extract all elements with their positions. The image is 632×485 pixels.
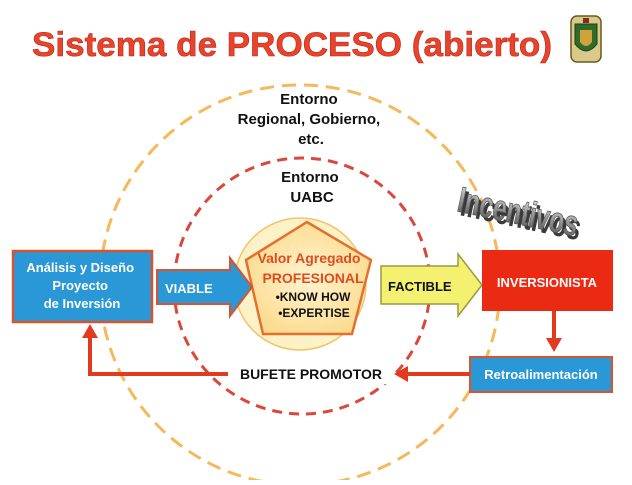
bufete-label-bg xyxy=(230,364,393,384)
analysis-box xyxy=(11,249,154,324)
pentagon-line1: Valor Agregado xyxy=(258,250,361,266)
university-shield-icon xyxy=(570,15,602,63)
viable-arrow xyxy=(156,255,254,319)
bufete-promotor-label: BUFETE PROMOTOR xyxy=(240,366,382,382)
feedback-arrow-right-head xyxy=(394,366,408,382)
outer-environment-label: Entorno Regional, Gobierno, etc. xyxy=(238,91,385,148)
analysis-box-label: Análisis y Diseño Proyecto de Inversión xyxy=(26,260,137,311)
value-pentagon xyxy=(244,220,373,336)
page-title: Sistema de PROCESO (abierto) xyxy=(32,26,552,64)
viable-label: VIABLE xyxy=(165,281,213,296)
feedback-arrow-up-head xyxy=(82,324,98,338)
inversionista-box xyxy=(482,250,613,311)
pentagon-line2: PROFESIONAL xyxy=(262,270,364,286)
pentagon-bullet-know-how: •KNOW HOW xyxy=(276,290,352,304)
inner-environment-label: Entorno UABC xyxy=(281,169,343,206)
inversionista-label: INVERSIONISTA xyxy=(497,275,598,290)
factible-arrow xyxy=(380,251,483,319)
inversionista-down-arrowhead xyxy=(546,338,562,352)
retroalimentacion-label: Retroalimentación xyxy=(484,367,597,382)
pentagon-bullet-expertise: •EXPERTISE xyxy=(278,306,350,320)
factible-label: FACTIBLE xyxy=(388,279,452,294)
